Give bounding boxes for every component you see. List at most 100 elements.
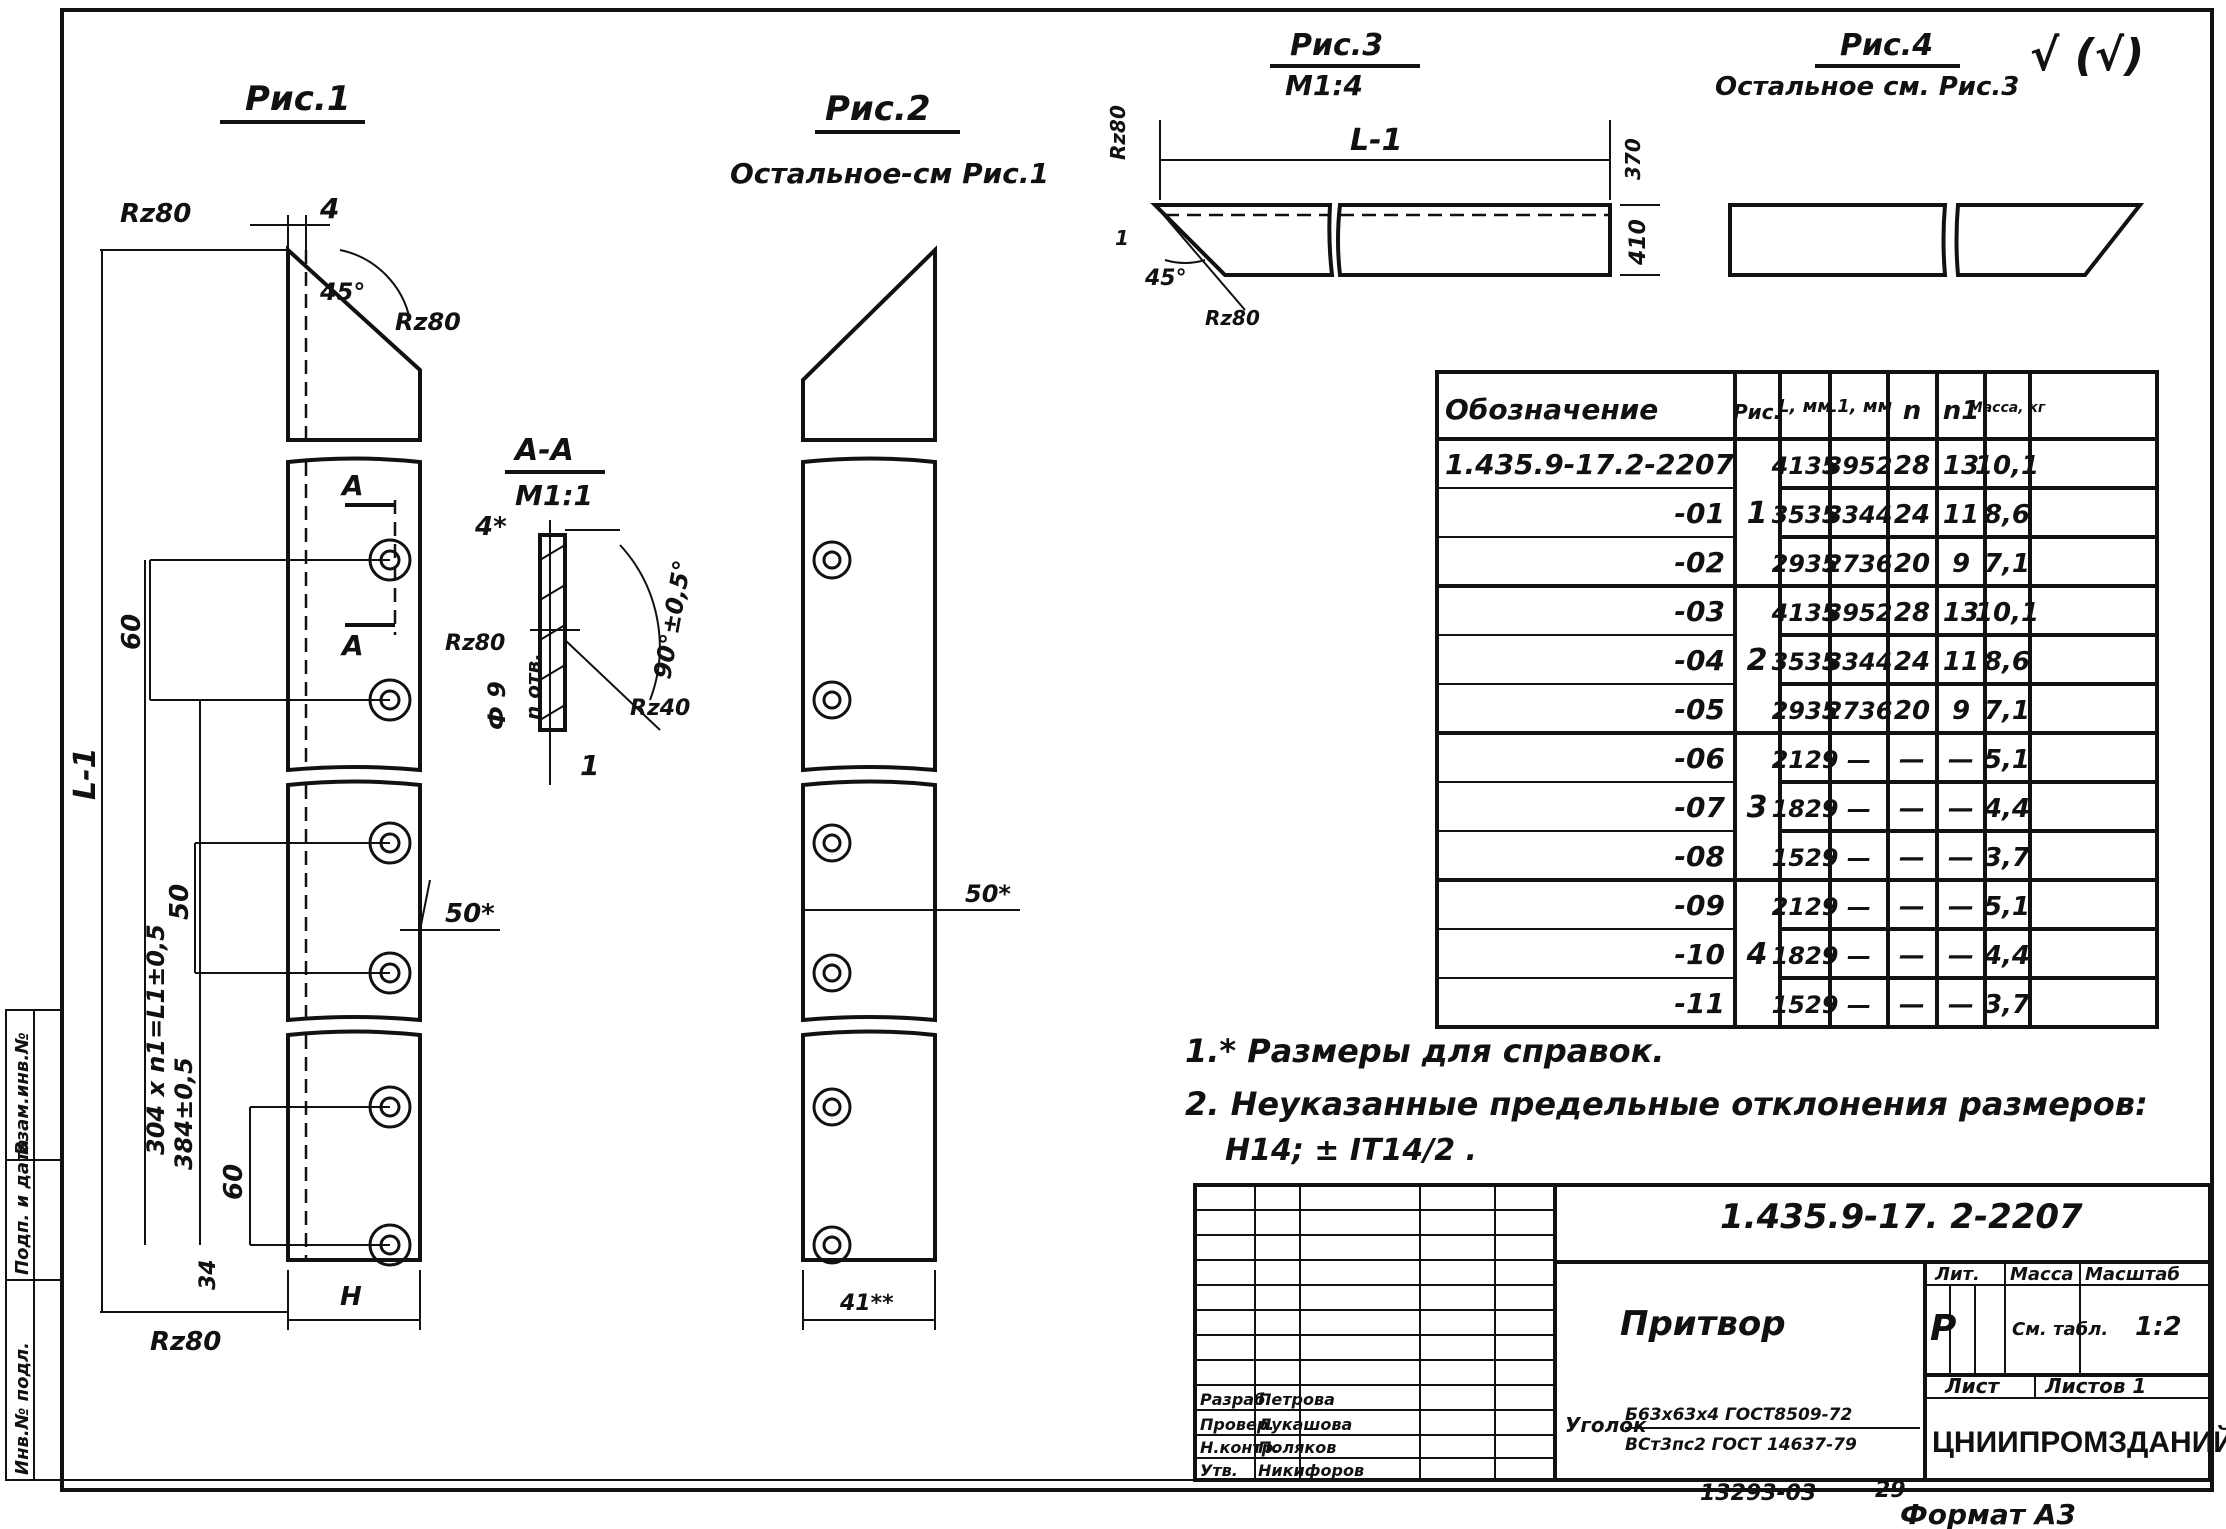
fig1-dim-chain-2: 384±0,5 [170,1057,198,1170]
section-phi9: Ф 9 [483,681,511,730]
tb-name-3: Никифоров [1258,1461,1364,1480]
table-cell: 4135 [1771,452,1839,480]
table-cell: — [1847,795,1871,823]
fig3-dim-370: 370 [1621,138,1645,180]
fig2-title: Рис.2 [825,89,930,129]
hole [812,953,852,993]
tb-name-0: Петрова [1258,1390,1335,1409]
fig3-dim-1: 1 [1115,226,1129,250]
section-title: А-А [513,433,574,468]
table-header: Рис. [1733,400,1781,424]
table-cell: 10,1 [1975,451,2039,481]
tb-mass: Масса [2010,1264,2074,1285]
table-cell: 5,1 [1984,745,2030,775]
table-cell: — [1899,990,1925,1020]
fig3-rz80-bottom: Rz80 [1205,306,1260,330]
side-stamp: Инв.№ подл. Подп. и дата Взам.инв.№ [5,1009,63,1481]
section-n-otv: n отв. [521,653,545,720]
table-cell: — [1899,843,1925,873]
table-cell: 28 [1894,598,1930,628]
table-cell: — [1847,893,1871,921]
table-cell: 2935 [1772,697,1839,725]
table-cell: — [1847,942,1871,970]
fig2-dim-50star: 50* [965,880,1011,908]
table-cell: 1529 [1772,844,1839,872]
fig1-dim-50: 50 [165,884,195,920]
table-cell: 4,4 [1983,941,2030,971]
table-cell: — [1948,990,1974,1020]
table-cell: 4 [1746,937,1768,972]
table-cell: 4135 [1771,599,1839,627]
tb-role-1: Провер. [1200,1415,1274,1434]
roughness-symbol: √ (√) [2030,30,2144,81]
fig1-title: Рис.1 [245,79,350,119]
table-cell: 3 [1747,790,1768,825]
table-cell: 2935 [1772,550,1839,578]
notes: 1.* Размеры для справок. 2. Неуказанные … [1185,1032,2148,1168]
section-scale: М1:1 [515,479,593,512]
table-cell: 8,6 [1984,500,2030,530]
table-cell: 7,1 [1984,696,2030,726]
tb-role-0: Разраб. [1200,1390,1271,1409]
fig1-rz80-bottom: Rz80 [150,1327,221,1357]
section-dim-4star: 4* [474,512,507,542]
tb-material-label: Уголок [1565,1413,1647,1437]
table-cell: 1 [1747,496,1768,531]
table-cell: — [1899,794,1925,824]
table-cell: 9 [1952,696,1970,726]
tb-designation: 1.435.9-17. 2-2207 [1720,1197,2083,1237]
tb-role-3: Утв. [1200,1461,1238,1480]
table-cell: — [1899,745,1925,775]
hole [812,1225,852,1265]
table-cell: -05 [1674,693,1725,726]
table-cell: -09 [1674,889,1725,922]
tb-material-2: ВСт3пс2 ГОСТ 14637-79 [1625,1435,1857,1455]
table-cell: — [1847,844,1871,872]
table-cell: 10,1 [1975,598,2039,628]
table-cell: -02 [1674,546,1725,579]
fig4-note: Остальное см. Рис.3 [1715,72,2019,102]
table-cell: 3,7 [1984,990,2031,1020]
table-cell: 2736 [1826,697,1893,725]
fig2-dim-41: 41** [839,1291,894,1316]
table-cell: 13 [1943,598,1979,628]
bottom-page: 29 [1875,1478,1906,1503]
fig1-rz80-top: Rz80 [120,199,191,229]
table-cell: — [1948,892,1974,922]
table-cell: 3952 [1826,599,1893,627]
figure-3: Рис.3 М1:4 L-1 45° Rz80 Rz80 370 410 1 [1106,28,1660,330]
table-cell: -10 [1674,938,1725,971]
table-cell: — [1847,991,1871,1019]
fig1-dim-60-b: 60 [219,1164,249,1200]
stamp-sign: Подп. и дата [12,1139,33,1275]
table-cell: — [1948,843,1974,873]
figure-1: Рис.1 [68,79,500,1357]
fig3-dim-410: 410 [1626,219,1651,266]
table-cell: 3344 [1826,501,1893,529]
table-cell: -03 [1674,595,1725,628]
table-cell: 2129 [1772,893,1839,921]
table-cell: -01 [1674,497,1725,530]
table-cell: 28 [1894,451,1930,481]
tb-name-2: Поляков [1258,1438,1336,1457]
table-cell: 1.435.9-17.2-2207 [1445,448,1734,481]
hole [812,680,852,720]
table-header: Обозначение [1445,393,1658,426]
table-cell: 13 [1943,451,1979,481]
table-cell: -04 [1674,644,1725,677]
fig3-title: Рис.3 [1290,28,1383,63]
table-cell: -11 [1674,987,1725,1020]
table-cell: 2129 [1772,746,1839,774]
fig1-dim-chain: 304 х n1=L1±0,5 [142,924,170,1155]
fig3-angle-45: 45° [1144,266,1187,291]
table-cell: -07 [1674,791,1725,824]
table-header: L, мм [1778,396,1832,417]
fig1-dim-4: 4 [319,192,339,225]
fig4-title: Рис.4 [1840,28,1933,63]
table-cell: — [1899,941,1925,971]
table-cell: — [1899,892,1925,922]
table-cell: 2736 [1826,550,1893,578]
drawing-frame [60,8,2214,1492]
